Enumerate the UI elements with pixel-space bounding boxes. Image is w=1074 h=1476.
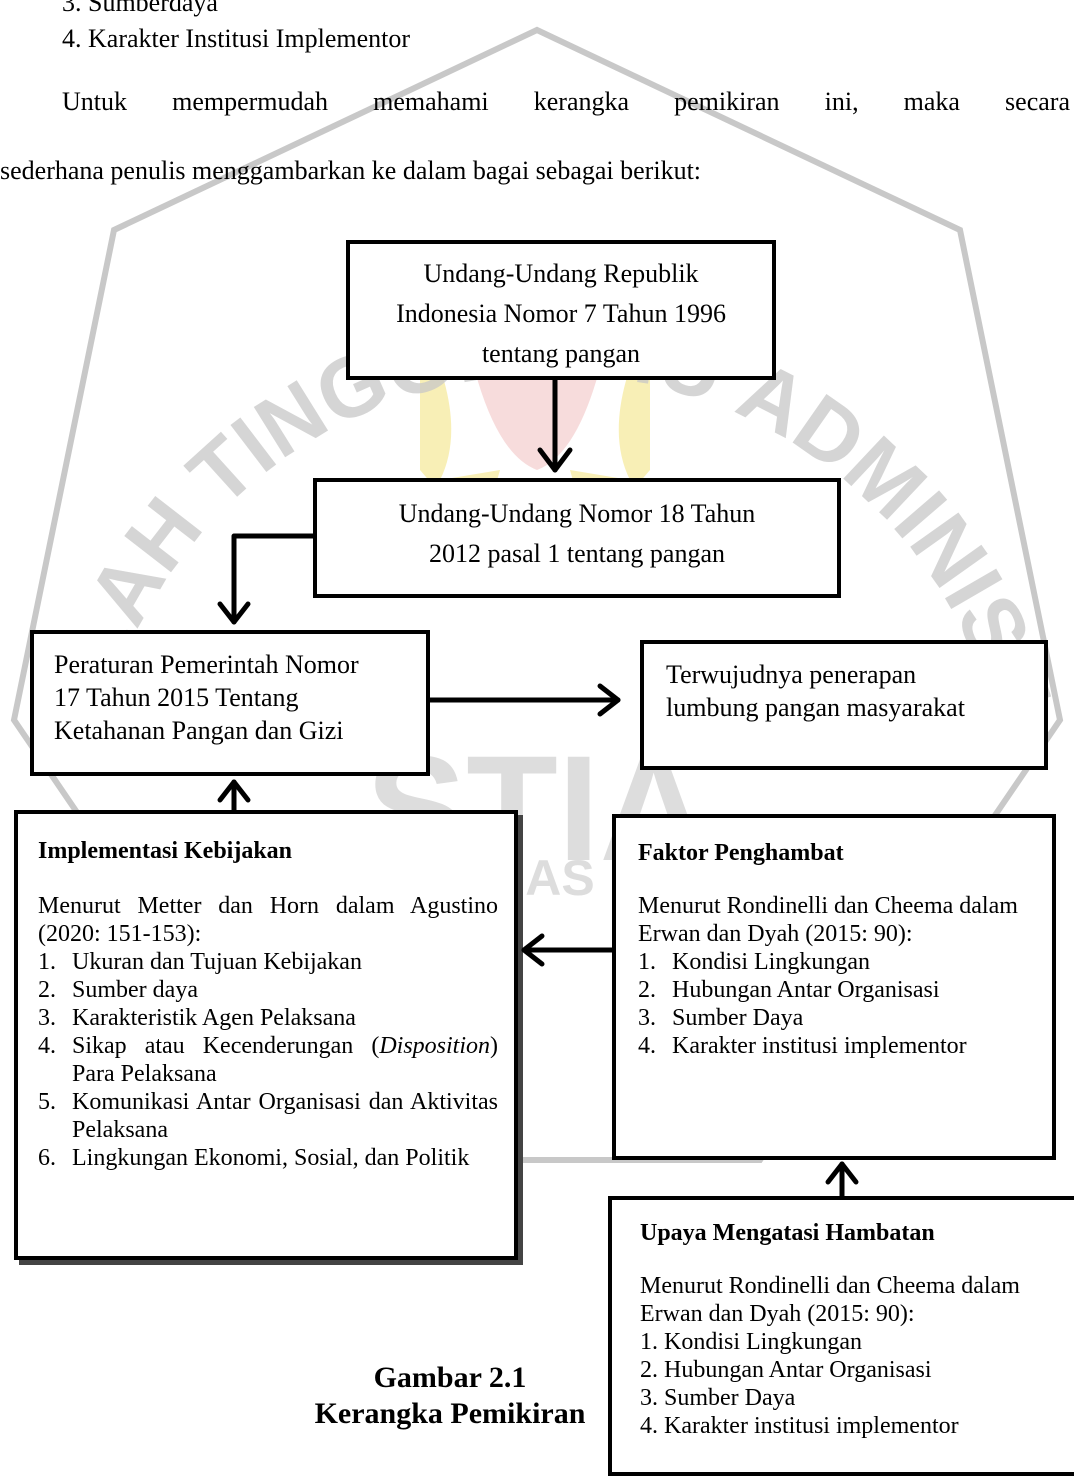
box-faktor-penghambat: Faktor Penghambat Menurut Rondinelli dan… [612, 814, 1056, 1160]
list-item: 5. Komunikasi Antar Organisasi dan Aktiv… [38, 1089, 498, 1143]
list-item: 3. Sumber Daya [638, 1005, 804, 1031]
box-pp-2015: Peraturan Pemerintah Nomor 17 Tahun 2015… [30, 630, 430, 776]
list-item: 1. Kondisi Lingkungan [640, 1329, 862, 1355]
box-goal: Terwujudnya penerapan lumbung pangan mas… [640, 640, 1048, 770]
uu1996-line-2: Indonesia Nomor 7 Tahun 1996 [396, 299, 726, 328]
list-item: 6. Lingkungan Ekonomi, Sosial, dan Polit… [38, 1145, 470, 1171]
uu2012-line-2: 2012 pasal 1 tentang pangan [428, 539, 726, 568]
arrowhead-up-icon [825, 1161, 859, 1185]
list-item: 4. Karakter institusi implementor [640, 1413, 959, 1439]
pp2015-line-1: Peraturan Pemerintah Nomor [54, 650, 359, 679]
arrowhead-up-icon [217, 779, 251, 803]
caption-line-2: Kerangka Pemikiran [314, 1397, 586, 1430]
list-item: 4. Sikap atau Kecenderungan (Disposition… [38, 1033, 498, 1087]
upaya-title: Upaya Mengatasi Hambatan [640, 1220, 935, 1246]
list-item-4: 4. Karakter Institusi Implementor [62, 24, 411, 53]
list-item: 3. Sumber Daya [640, 1385, 796, 1411]
penghambat-intro: Menurut Rondinelli dan Cheema dalam Erwa… [638, 893, 1018, 947]
box-upaya-mengatasi-hambatan: Upaya Mengatasi Hambatan Menurut Rondine… [608, 1196, 1074, 1476]
box-implementasi-kebijakan: Implementasi Kebijakan Menurut Metter da… [14, 810, 518, 1260]
pp2015-line-2: 17 Tahun 2015 Tentang [54, 683, 299, 712]
goal-line-1: Terwujudnya penerapan [666, 660, 917, 689]
list-item: 1. Kondisi Lingkungan [638, 949, 870, 975]
box-uu-1996: Undang-Undang Republik Indonesia Nomor 7… [346, 240, 776, 380]
list-item: 2. Sumber daya [38, 977, 198, 1003]
connector-uu2012-pp2015 [231, 533, 316, 625]
penghambat-list: 1. Kondisi Lingkungan 2. Hubungan Antar … [638, 948, 1042, 1060]
list-item: 4. Karakter institusi implementor [638, 1033, 967, 1059]
box-uu-2012: Undang-Undang Nomor 18 Tahun 2012 pasal … [313, 478, 841, 598]
uu1996-line-3: tentang pangan [481, 339, 641, 368]
arrowhead-right-icon [597, 683, 621, 717]
implementasi-title: Implementasi Kebijakan [38, 838, 293, 864]
upaya-intro: Menurut Rondinelli dan Cheema dalam Erwa… [640, 1273, 1020, 1327]
list-item: 1. Ukuran dan Tujuan Kebijakan [38, 949, 362, 975]
list-item: 2. Hubungan Antar Organisasi [638, 977, 940, 1003]
arrowhead-down-icon [537, 447, 573, 473]
watermark-sub-text: AS [525, 850, 594, 906]
list-item: 3. Karakteristik Agen Pelaksana [38, 1005, 356, 1031]
list-item-3: 3. Sumberdaya [62, 0, 218, 17]
list-item: 2. Hubungan Antar Organisasi [640, 1357, 932, 1383]
arrowhead-left-icon [521, 933, 545, 967]
arrowhead-down-icon [217, 601, 251, 625]
figure-caption: Gambar 2.1 Kerangka Pemikiran [300, 1360, 600, 1432]
upaya-list: 1. Kondisi Lingkungan 2. Hubungan Antar … [640, 1328, 1064, 1440]
implementasi-list: 1. Ukuran dan Tujuan Kebijakan 2. Sumber… [38, 948, 498, 1172]
uu2012-line-1: Undang-Undang Nomor 18 Tahun [398, 499, 756, 528]
implementasi-intro: Menurut Metter dan Horn dalam Agustino (… [38, 893, 498, 947]
intro-line-2: sederhana penulis menggambarkan ke dalam… [0, 156, 702, 185]
caption-line-1: Gambar 2.1 [373, 1361, 527, 1394]
intro-line-1: Untuk mempermudah memahami kerangka pemi… [62, 87, 1070, 116]
uu1996-line-1: Undang-Undang Republik [423, 259, 699, 288]
goal-line-2: lumbung pangan masyarakat [666, 693, 965, 722]
penghambat-title: Faktor Penghambat [638, 840, 844, 866]
pp2015-line-3: Ketahanan Pangan dan Gizi [54, 716, 344, 745]
